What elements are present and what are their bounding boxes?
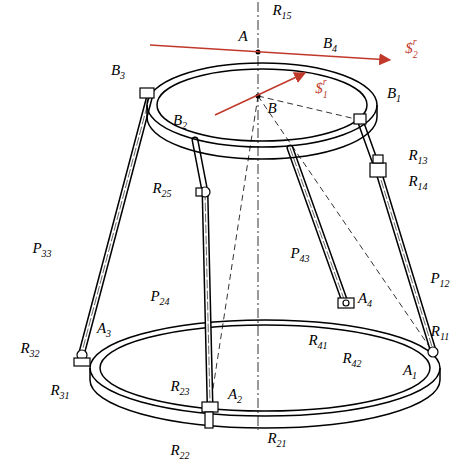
part-label: B — [267, 101, 276, 116]
axis-line — [258, 2, 259, 430]
part-label: R31 — [50, 383, 69, 401]
part-label: P33 — [32, 241, 51, 259]
part-label: R13 — [408, 148, 427, 166]
base-ring — [90, 320, 440, 428]
cone-line — [210, 96, 258, 408]
screw-arrow — [215, 73, 305, 115]
part-label: P43 — [290, 246, 309, 264]
part-label: B3 — [111, 63, 125, 81]
part-label: A4 — [358, 291, 372, 309]
part-label: P12 — [430, 271, 449, 289]
moving-ring — [147, 63, 377, 159]
joint-symbol — [74, 88, 438, 428]
screw-arrow — [150, 45, 390, 60]
part-label: P24 — [150, 289, 169, 307]
part-label: R21 — [267, 431, 286, 449]
part-label: B4 — [323, 36, 337, 54]
part-label: B1 — [387, 86, 401, 104]
part-label: A1 — [403, 363, 417, 381]
part-label: A2 — [228, 387, 242, 405]
screw-label: $r1 — [315, 81, 329, 96]
part-label: R32 — [20, 341, 39, 359]
part-label: R11 — [431, 324, 449, 342]
cone-line — [258, 96, 360, 120]
part-label: R22 — [170, 443, 189, 461]
part-label: R23 — [170, 379, 189, 397]
part-label: A3 — [97, 321, 111, 339]
part-label: R15 — [272, 3, 291, 21]
part-label: R25 — [152, 181, 171, 199]
part-label: R41 — [308, 333, 327, 351]
part-label: A — [238, 29, 247, 44]
part-label: R42 — [342, 351, 361, 369]
screw-label: $r2 — [405, 41, 419, 56]
part-label: R14 — [408, 174, 427, 192]
part-label: B2 — [173, 113, 187, 131]
